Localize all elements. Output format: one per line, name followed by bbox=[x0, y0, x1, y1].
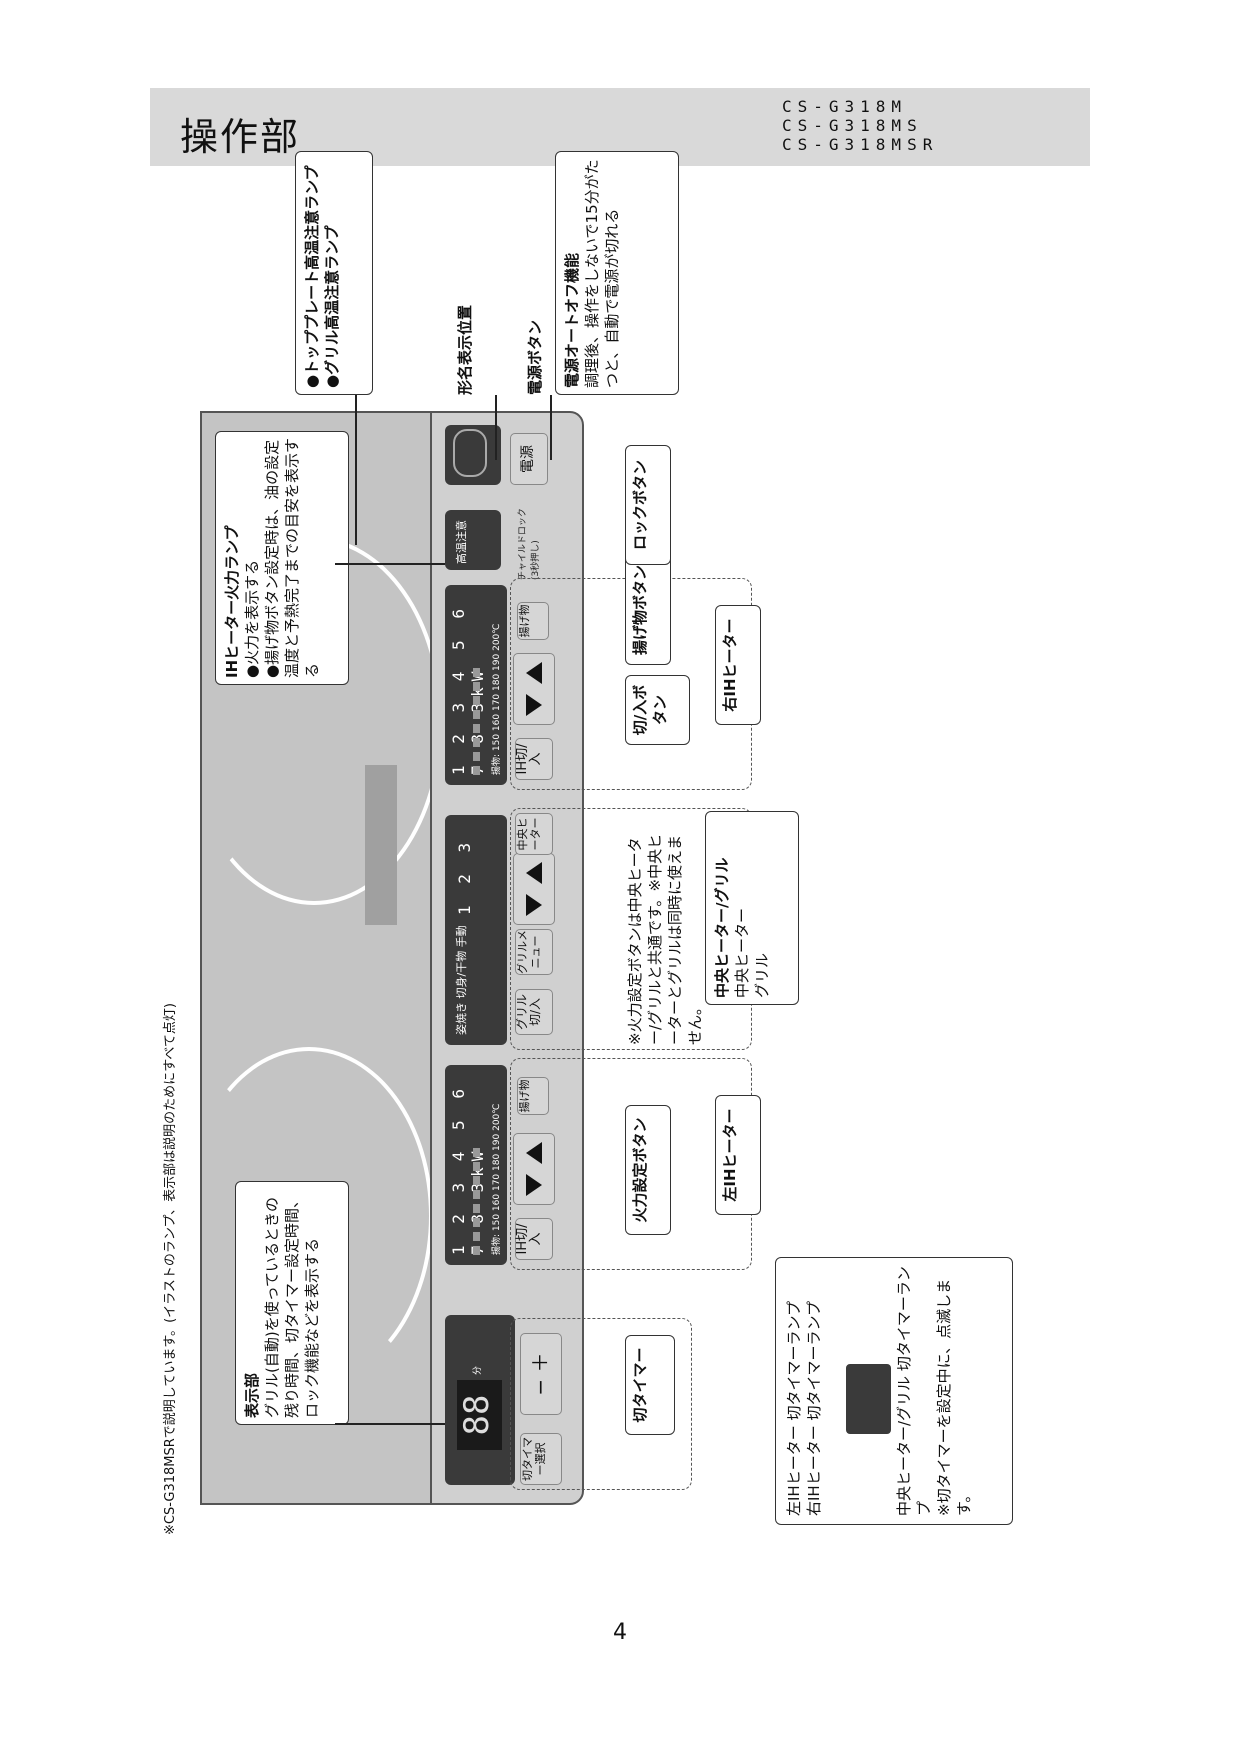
auto-off-body: 調理後、操作をしないで15分がたつと、自動で電源が切れる bbox=[583, 159, 621, 388]
leader-line bbox=[335, 563, 445, 565]
auto-off-callout: 電源オートオフ機能 調理後、操作をしないで15分がたつと、自動で電源が切れる bbox=[555, 151, 679, 395]
power-set-callout: 火力設定ボタン bbox=[625, 1105, 671, 1235]
model-name: CS-G318M bbox=[782, 97, 908, 116]
left-power-levels: 1 2 3 4 5 6 7 8 3kW bbox=[449, 1083, 487, 1255]
model-name: CS-G318MS bbox=[782, 116, 923, 135]
timer-lamp-right: 右IHヒーター 切タイマーランプ bbox=[805, 1300, 823, 1516]
ih-lamp-title: IHヒーター火力ランプ bbox=[223, 525, 241, 678]
lock-key-label: チャイルドロック(3秒押し) bbox=[518, 508, 541, 580]
left-lamps bbox=[473, 1148, 480, 1255]
grill-modes: 姿焼き 切身/干物 手動 bbox=[455, 925, 468, 1035]
display-callout-title: 表示部 bbox=[243, 1372, 261, 1418]
power-panel bbox=[445, 425, 501, 485]
off-timer-callout: 切タイマー bbox=[625, 1335, 675, 1435]
model-list: CS-G318M CS-G318MS CS-G318MSR bbox=[782, 97, 938, 154]
power-button[interactable]: 電源 bbox=[510, 433, 548, 485]
timer-lamp-note: ※切タイマーを設定中に、点滅します。 bbox=[935, 1278, 973, 1516]
center-grill-panel: 姿焼き 切身/干物 手動 1 2 3 bbox=[445, 815, 507, 1045]
ih-lamp-item: ●揚げ物ボタン設定時は、油の設定温度と予熱完了までの目安を表示する bbox=[263, 437, 321, 678]
timer-lamp-left: 左IHヒーター 切タイマーランプ bbox=[785, 1300, 803, 1516]
center-heater-strip bbox=[365, 765, 397, 925]
model-name-window bbox=[453, 429, 487, 477]
left-ih-panel: 1 2 3 4 5 6 7 8 3kW 揚物: 150 160 170 180 … bbox=[445, 1065, 507, 1265]
hot-key-label: 高温注意 bbox=[455, 520, 468, 564]
ih-lamp-callout: IHヒーター火力ランプ ●火力を表示する ●揚げ物ボタン設定時は、油の設定温度と… bbox=[215, 431, 349, 685]
center-grill-note: ※火力設定ボタンは中央ヒーター/グリルと共通です。※中央ヒーターとグリルは同時に… bbox=[626, 833, 704, 1045]
footnote-top: ※CS-G318MSRで説明しています。(イラストのランプ、表示部は説明のために… bbox=[163, 1003, 178, 1535]
right-ih-callout: 右IHヒーター bbox=[715, 605, 761, 725]
leader-line bbox=[495, 395, 497, 460]
model-name: CS-G318MSR bbox=[782, 135, 939, 154]
center-grill-item: グリル bbox=[753, 952, 771, 998]
right-ih-panel: 1 2 3 4 5 6 7 8 3kW 揚物: 150 160 170 180 … bbox=[445, 585, 507, 785]
right-lamps bbox=[473, 668, 480, 775]
fry-callout: 揚げ物ボタン bbox=[625, 555, 671, 665]
leader-line bbox=[335, 1423, 445, 1425]
leader-line bbox=[550, 395, 552, 460]
right-power-levels: 1 2 3 4 5 6 7 8 3kW bbox=[449, 603, 487, 775]
power-button-label: 電源ボタン bbox=[526, 319, 544, 395]
display-callout-body: グリル(自動)を使っているときの残り時間、切タイマー設定時間、ロック機能などを表… bbox=[263, 1192, 321, 1418]
right-temps: 揚物: 150 160 170 180 190 200℃ bbox=[492, 623, 502, 775]
timer-digits: 88 bbox=[457, 1380, 502, 1450]
model-name-position-label: 形名表示位置 bbox=[456, 304, 474, 395]
auto-off-title: 電源オートオフ機能 bbox=[563, 252, 581, 388]
minute-label: 分 bbox=[473, 1365, 483, 1375]
onoff-callout: 切/入ボタン bbox=[625, 675, 690, 745]
center-grill-callout: 中央ヒーター/グリル 中央ヒーター グリル bbox=[705, 811, 799, 1005]
center-grill-title: 中央ヒーター/グリル bbox=[713, 857, 731, 998]
page-title: 操作部 bbox=[180, 115, 301, 159]
leader-line bbox=[355, 395, 357, 545]
hot-lamp-item: ●トッププレート高温注意ランプ bbox=[303, 165, 321, 388]
page-number: 4 bbox=[613, 1620, 627, 1645]
left-temps: 揚物: 150 160 170 180 190 200℃ bbox=[492, 1103, 502, 1255]
timer-lamp-panel bbox=[846, 1364, 891, 1434]
rotated-diagram: ※CS-G318MSRで説明しています。(イラストのランプ、表示部は説明のために… bbox=[155, 145, 1015, 1545]
ih-lamp-item: ●火力を表示する bbox=[243, 559, 261, 678]
lock-callout: ロックボタン bbox=[625, 445, 671, 565]
center-levels: 1 2 3 bbox=[455, 836, 474, 915]
timer-panel: 88 分 bbox=[445, 1315, 515, 1485]
hot-lamp-panel: 高温注意 bbox=[445, 510, 501, 570]
left-ih-callout: 左IHヒーター bbox=[715, 1095, 761, 1215]
timer-lamp-callout: 左IHヒーター 切タイマーランプ 右IHヒーター 切タイマーランプ 中央ヒーター… bbox=[775, 1257, 1013, 1525]
hot-lamp-item: ●グリル高温注意ランプ bbox=[323, 225, 341, 388]
hot-lamps-callout: ●トッププレート高温注意ランプ ●グリル高温注意ランプ bbox=[295, 151, 373, 395]
display-callout: 表示部 グリル(自動)を使っているときの残り時間、切タイマー設定時間、ロック機能… bbox=[235, 1181, 349, 1425]
center-grill-item: 中央ヒーター bbox=[733, 907, 751, 998]
timer-lamp-center: 中央ヒーター/グリル 切タイマーランプ bbox=[895, 1266, 933, 1516]
